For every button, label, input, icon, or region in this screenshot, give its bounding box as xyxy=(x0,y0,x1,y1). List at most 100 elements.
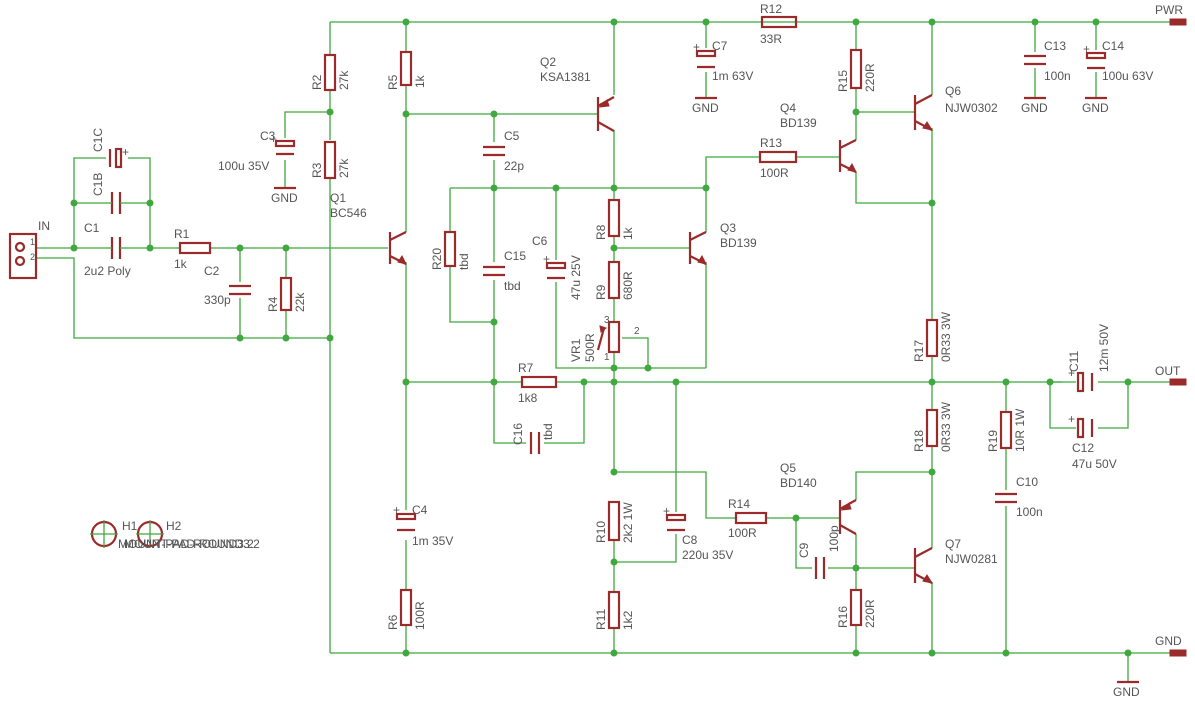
junction xyxy=(490,110,498,118)
label-q5-value: BD140 xyxy=(780,476,817,490)
label-h2-name: H2 xyxy=(166,519,182,533)
wire-c16-right xyxy=(544,382,585,444)
capacitor-c5[interactable] xyxy=(483,145,505,157)
wire-q5-emitter xyxy=(855,471,932,500)
junction xyxy=(1031,18,1039,26)
resistor-r1[interactable] xyxy=(178,241,212,255)
transistor-q3[interactable] xyxy=(688,231,707,265)
resistor-r18[interactable] xyxy=(925,408,939,448)
connector-in[interactable] xyxy=(8,232,38,280)
junction xyxy=(928,18,936,26)
capacitor-c12[interactable]: + xyxy=(1068,412,1094,439)
junction xyxy=(1002,378,1010,386)
junction xyxy=(610,364,618,372)
label-r1-value: 1k xyxy=(174,257,188,271)
transistor-q2[interactable] xyxy=(596,96,615,132)
label-r13-name: R13 xyxy=(760,136,782,150)
junction xyxy=(282,244,290,252)
gnd-label: GND xyxy=(271,191,298,205)
resistor-r14[interactable] xyxy=(734,511,768,525)
capacitor-c16[interactable] xyxy=(529,432,541,454)
junction xyxy=(402,649,410,657)
label-c6-name: C6 xyxy=(532,234,548,248)
transistor-q6[interactable] xyxy=(913,94,934,131)
resistor-r7[interactable] xyxy=(520,375,558,389)
label-q3-value: BD139 xyxy=(720,236,757,250)
capacitor-c3[interactable]: + xyxy=(270,132,296,156)
resistor-r2[interactable] xyxy=(323,53,337,92)
capacitor-c7[interactable]: + xyxy=(693,40,717,69)
label-c15-value: tbd xyxy=(504,279,521,293)
resistor-r8[interactable] xyxy=(607,198,621,238)
svg-text:+: + xyxy=(1068,366,1075,380)
label-r6-value: 100R xyxy=(413,601,427,630)
label-c11-value: 12m 50V xyxy=(1097,324,1111,372)
label-r14-name: R14 xyxy=(728,497,750,511)
wire-r13 xyxy=(705,156,760,188)
resistor-r19[interactable] xyxy=(999,410,1013,450)
capacitor-c1c[interactable]: + xyxy=(108,145,129,169)
junction xyxy=(326,334,334,342)
label-r3-value: 27k xyxy=(337,158,351,178)
mount-hole-h1[interactable] xyxy=(90,520,118,548)
label-q2-name: Q2 xyxy=(540,55,556,69)
label-r5-name: R5 xyxy=(386,74,400,90)
transistor-q5[interactable] xyxy=(838,499,857,535)
resistor-r3[interactable] xyxy=(323,140,337,180)
junction xyxy=(1092,18,1100,26)
resistor-r16[interactable] xyxy=(849,588,863,627)
wire-c3 xyxy=(284,111,330,138)
label-r1-name: R1 xyxy=(174,227,190,241)
resistor-r9[interactable] xyxy=(607,260,621,300)
net-pwr-terminal xyxy=(1169,18,1187,26)
mount-hole-h2[interactable] xyxy=(136,520,164,548)
svg-text:+: + xyxy=(270,132,277,146)
label-c3-value: 100u 35V xyxy=(218,159,269,173)
resistor-r4[interactable] xyxy=(279,276,293,312)
transistor-q7[interactable] xyxy=(913,547,934,584)
capacitor-c10[interactable] xyxy=(995,492,1017,504)
resistor-r13[interactable] xyxy=(758,150,798,164)
resistor-r20[interactable] xyxy=(443,230,457,268)
label-c16-name: C16 xyxy=(511,423,525,445)
junction xyxy=(146,244,154,252)
capacitor-c13[interactable] xyxy=(1024,54,1046,66)
resistor-r6[interactable] xyxy=(399,588,413,627)
transistor-q4[interactable] xyxy=(838,139,857,173)
net-gnd-terminal xyxy=(1169,649,1187,657)
capacitor-c2[interactable] xyxy=(229,284,251,296)
connector-pin-2: 2 xyxy=(30,252,35,262)
capacitor-c1[interactable] xyxy=(106,237,128,259)
transistor-q1[interactable] xyxy=(388,231,407,265)
junction xyxy=(70,244,78,252)
wire-c12-left xyxy=(1049,382,1076,429)
gnd-label: GND xyxy=(1082,101,1109,115)
label-c12-value: 47u 50V xyxy=(1072,457,1117,471)
resistor-r10[interactable] xyxy=(607,500,621,542)
capacitor-c8[interactable]: + xyxy=(663,504,687,532)
junction xyxy=(1046,378,1054,386)
resistor-r17[interactable] xyxy=(925,318,939,358)
junction xyxy=(792,514,800,522)
capacitor-c1b[interactable] xyxy=(106,192,128,214)
label-r3-name: R3 xyxy=(310,162,324,178)
capacitor-c15[interactable] xyxy=(483,265,505,277)
capacitor-c4[interactable]: + xyxy=(393,503,417,532)
label-c10-value: 100n xyxy=(1016,505,1043,519)
label-q5-name: Q5 xyxy=(780,461,796,475)
label-q1-value: BC546 xyxy=(330,206,367,220)
svg-text:+: + xyxy=(393,503,400,517)
label-c1b-name: C1B xyxy=(91,173,105,196)
resistor-r12[interactable] xyxy=(760,15,798,29)
capacitor-c11[interactable]: + xyxy=(1068,366,1094,393)
potentiometer-vr1[interactable] xyxy=(596,320,621,354)
capacitor-c14[interactable]: + xyxy=(1083,42,1107,70)
capacitor-c6[interactable]: + xyxy=(543,252,567,280)
resistor-r11[interactable] xyxy=(607,590,621,630)
resistor-r15[interactable] xyxy=(849,48,863,90)
resistor-r5[interactable] xyxy=(399,50,413,87)
capacitor-c9[interactable] xyxy=(814,557,826,579)
wire-c16-left xyxy=(493,382,526,444)
label-r14-value: 100R xyxy=(728,526,757,540)
